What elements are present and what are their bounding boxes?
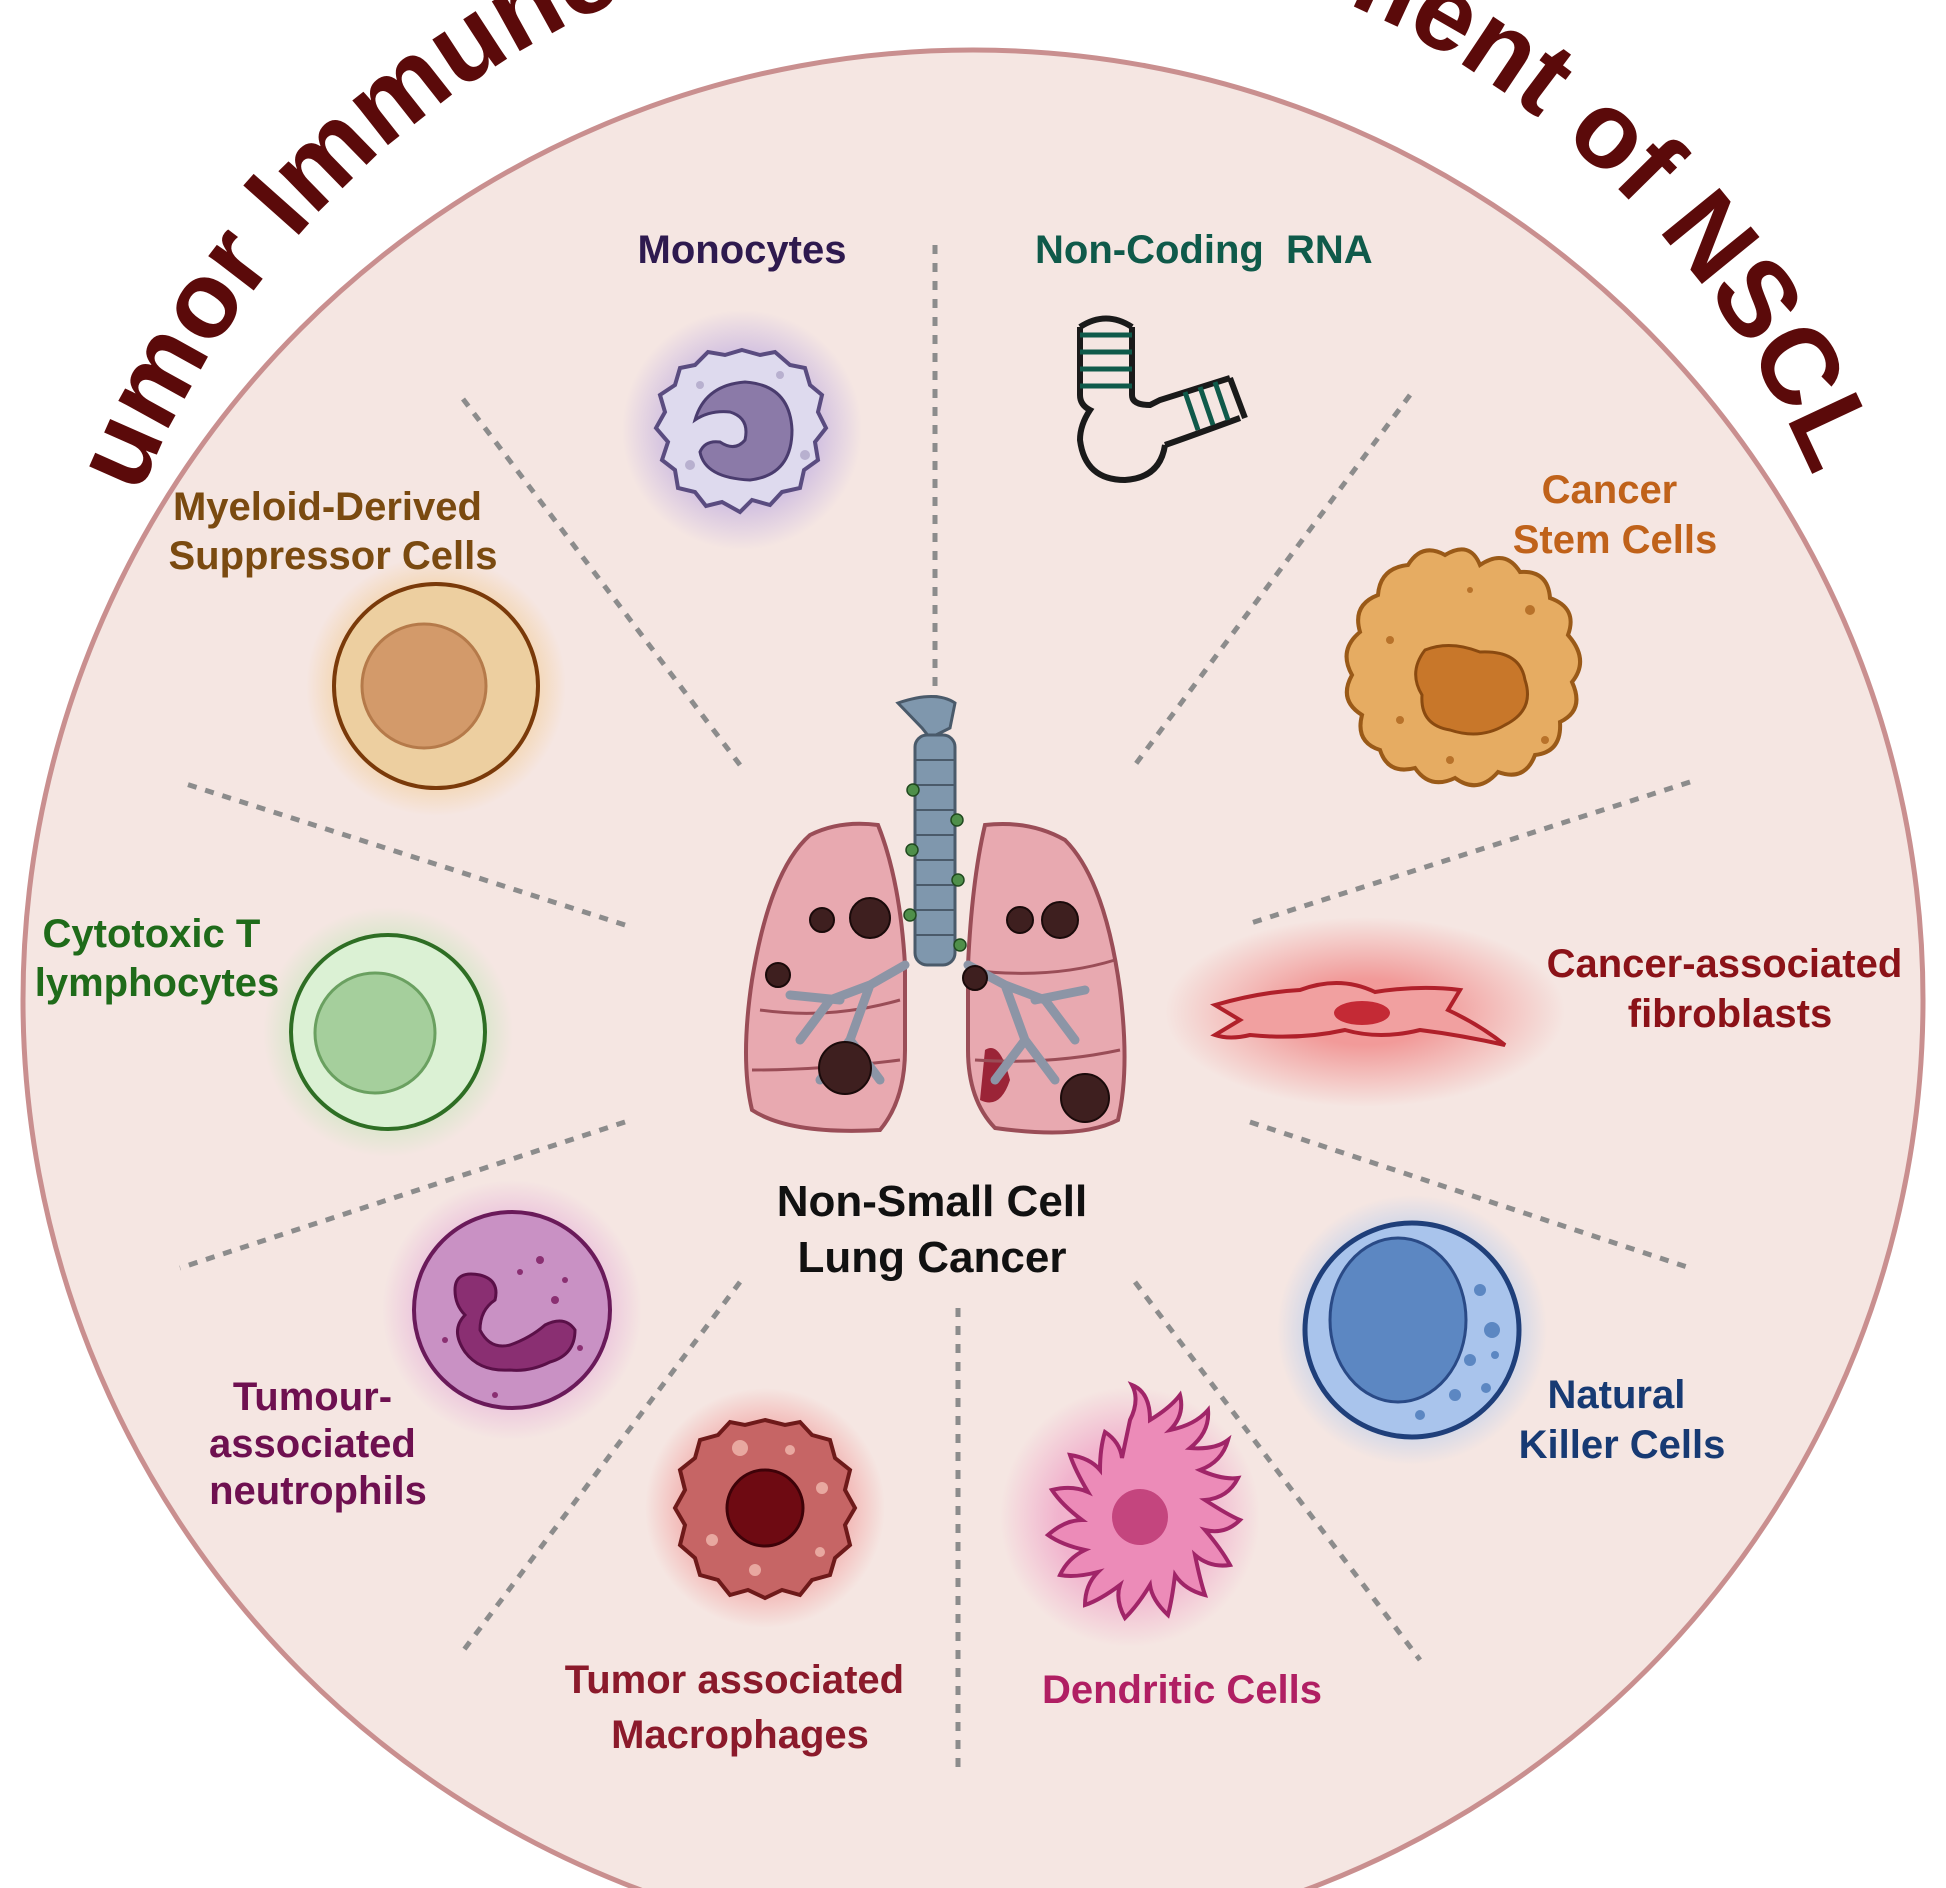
label-tan-line: Tumour-: [233, 1375, 392, 1419]
label-dc: Dendritic Cells: [1042, 1668, 1322, 1712]
monocyte-icon: [653, 347, 829, 515]
label-monocytes: Monocytes: [638, 228, 847, 272]
label-caf: Cancer-associated fibroblasts: [1547, 942, 1914, 1036]
label-mdsc: Myeloid-Derived Suppressor Cells: [168, 485, 497, 578]
label-tam: Tumor associated Macrophages: [565, 1658, 915, 1757]
neutrophil-icon: [412, 1210, 612, 1410]
divider-line: [1133, 1280, 1422, 1662]
label-tan-line: neutrophils: [209, 1469, 427, 1513]
divider-line: [1132, 393, 1413, 767]
sector-dc: Dendritic Cells: [1000, 1381, 1322, 1712]
label-caf-line: fibroblasts: [1628, 992, 1832, 1036]
sector-tan: Tumour- associated neutrophils: [209, 1180, 642, 1513]
label-nk-line: Natural: [1548, 1373, 1686, 1417]
sector-tam: Tumor associated Macrophages: [565, 1388, 915, 1757]
center-label-line2: Lung Cancer: [798, 1233, 1067, 1282]
label-mdsc-line: Myeloid-Derived: [173, 485, 482, 529]
label-tam-line: Macrophages: [611, 1713, 869, 1757]
mdsc-icon: [332, 582, 540, 790]
fibroblast-icon: [1210, 980, 1507, 1047]
label-ctl-line: Cytotoxic T: [43, 912, 261, 956]
sector-ctl: Cytotoxic T lymphocytes: [35, 907, 513, 1157]
t-lymphocyte-icon: [289, 933, 487, 1131]
divider-line: [458, 393, 742, 767]
rna-hairpin-icon: [1076, 315, 1248, 484]
label-tam-line: Tumor associated: [565, 1658, 904, 1702]
label-csc-line: Cancer: [1542, 468, 1678, 512]
label-csc: Cancer Stem Cells: [1513, 468, 1718, 562]
divider-line: [1244, 779, 1691, 928]
label-nk: Natural Killer Cells: [1519, 1373, 1726, 1467]
sector-ncrna: Non-Coding RNA: [957, 228, 1427, 484]
label-mdsc-line: Suppressor Cells: [168, 534, 497, 578]
label-ncrna-line: Non-Coding RNA: [1035, 228, 1372, 272]
sector-mdsc: Myeloid-Derived Suppressor Cells: [168, 485, 566, 816]
divider-line: [179, 779, 626, 928]
label-csc-line: Stem Cells: [1513, 518, 1718, 562]
divider-line: [1249, 1119, 1691, 1271]
label-tan-line: associated: [209, 1422, 416, 1466]
nk-cell-icon: [1302, 1220, 1522, 1440]
dendritic-cell-icon: [1044, 1381, 1244, 1622]
lungs-icon: [744, 695, 1127, 1135]
divider-line: [179, 1119, 626, 1271]
label-ctl: Cytotoxic T lymphocytes: [35, 912, 280, 1005]
divider-line: [458, 1280, 742, 1657]
label-caf-line: Cancer-associated: [1547, 942, 1903, 986]
sector-csc: Cancer Stem Cells: [1344, 468, 1718, 788]
label-ncrna: Non-Coding RNA: [957, 228, 1427, 272]
label-tan: Tumour- associated neutrophils: [209, 1375, 427, 1513]
label-nk-line: Killer Cells: [1519, 1423, 1726, 1467]
macrophage-icon: [672, 1417, 858, 1601]
label-dc-line: Dendritic Cells: [1042, 1668, 1322, 1712]
sector-dividers: [179, 245, 1691, 1770]
cancer-stem-cell-icon: [1344, 547, 1582, 788]
label-ctl-line: lymphocytes: [35, 961, 280, 1005]
sector-monocytes: Monocytes: [622, 228, 862, 550]
center-label-line1: Non-Small Cell: [777, 1177, 1088, 1226]
sector-caf: Cancer-associated fibroblasts: [1165, 917, 1914, 1107]
sector-nk: Natural Killer Cells: [1277, 1195, 1725, 1467]
label-monocytes-line: Monocytes: [638, 228, 847, 272]
